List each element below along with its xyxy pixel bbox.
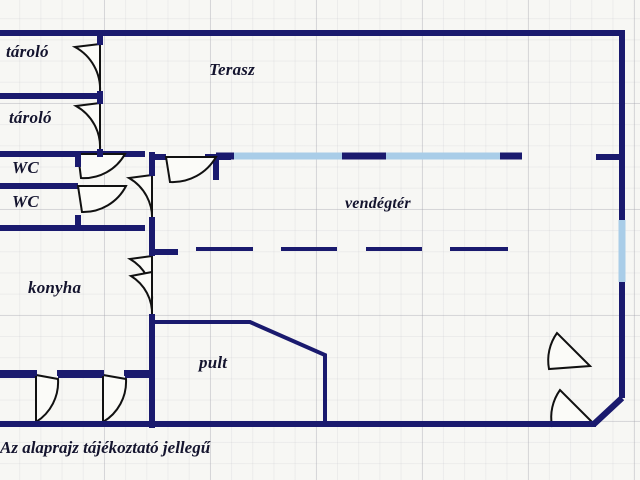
door-wc-2 — [76, 185, 128, 214]
door-wc-1 — [76, 153, 127, 180]
room-label-wc-1: WC — [12, 158, 39, 177]
door-konyha-lower — [128, 270, 154, 317]
door-taroló-2 — [72, 101, 102, 151]
door-vendegter-entry — [164, 156, 218, 184]
room-label-wc-2: WC — [12, 192, 39, 211]
pult-outline — [152, 320, 327, 424]
wall-jamb-overlay — [0, 33, 625, 427]
walls — [0, 30, 625, 428]
room-label-taroló-1: tároló — [6, 42, 49, 61]
door-corridor-upper — [125, 173, 154, 222]
door-swings — [35, 42, 596, 428]
room-label-terasz: Terasz — [209, 60, 255, 79]
door-entrance-leaf-1 — [550, 388, 596, 428]
door-taroló-1 — [71, 42, 102, 93]
door-bottom-left-2 — [102, 373, 128, 424]
door-bottom-left-1 — [35, 373, 60, 424]
room-label-pult: pult — [199, 353, 228, 372]
door-entrance-leaf-2 — [547, 331, 593, 371]
room-label-vendegter: vendégtér — [345, 195, 411, 212]
room-label-konyha: konyha — [28, 278, 82, 297]
plan-disclaimer-caption: Az alaprajz tájékoztató jellegű — [0, 438, 211, 457]
room-label-taroló-2: tároló — [9, 108, 52, 127]
